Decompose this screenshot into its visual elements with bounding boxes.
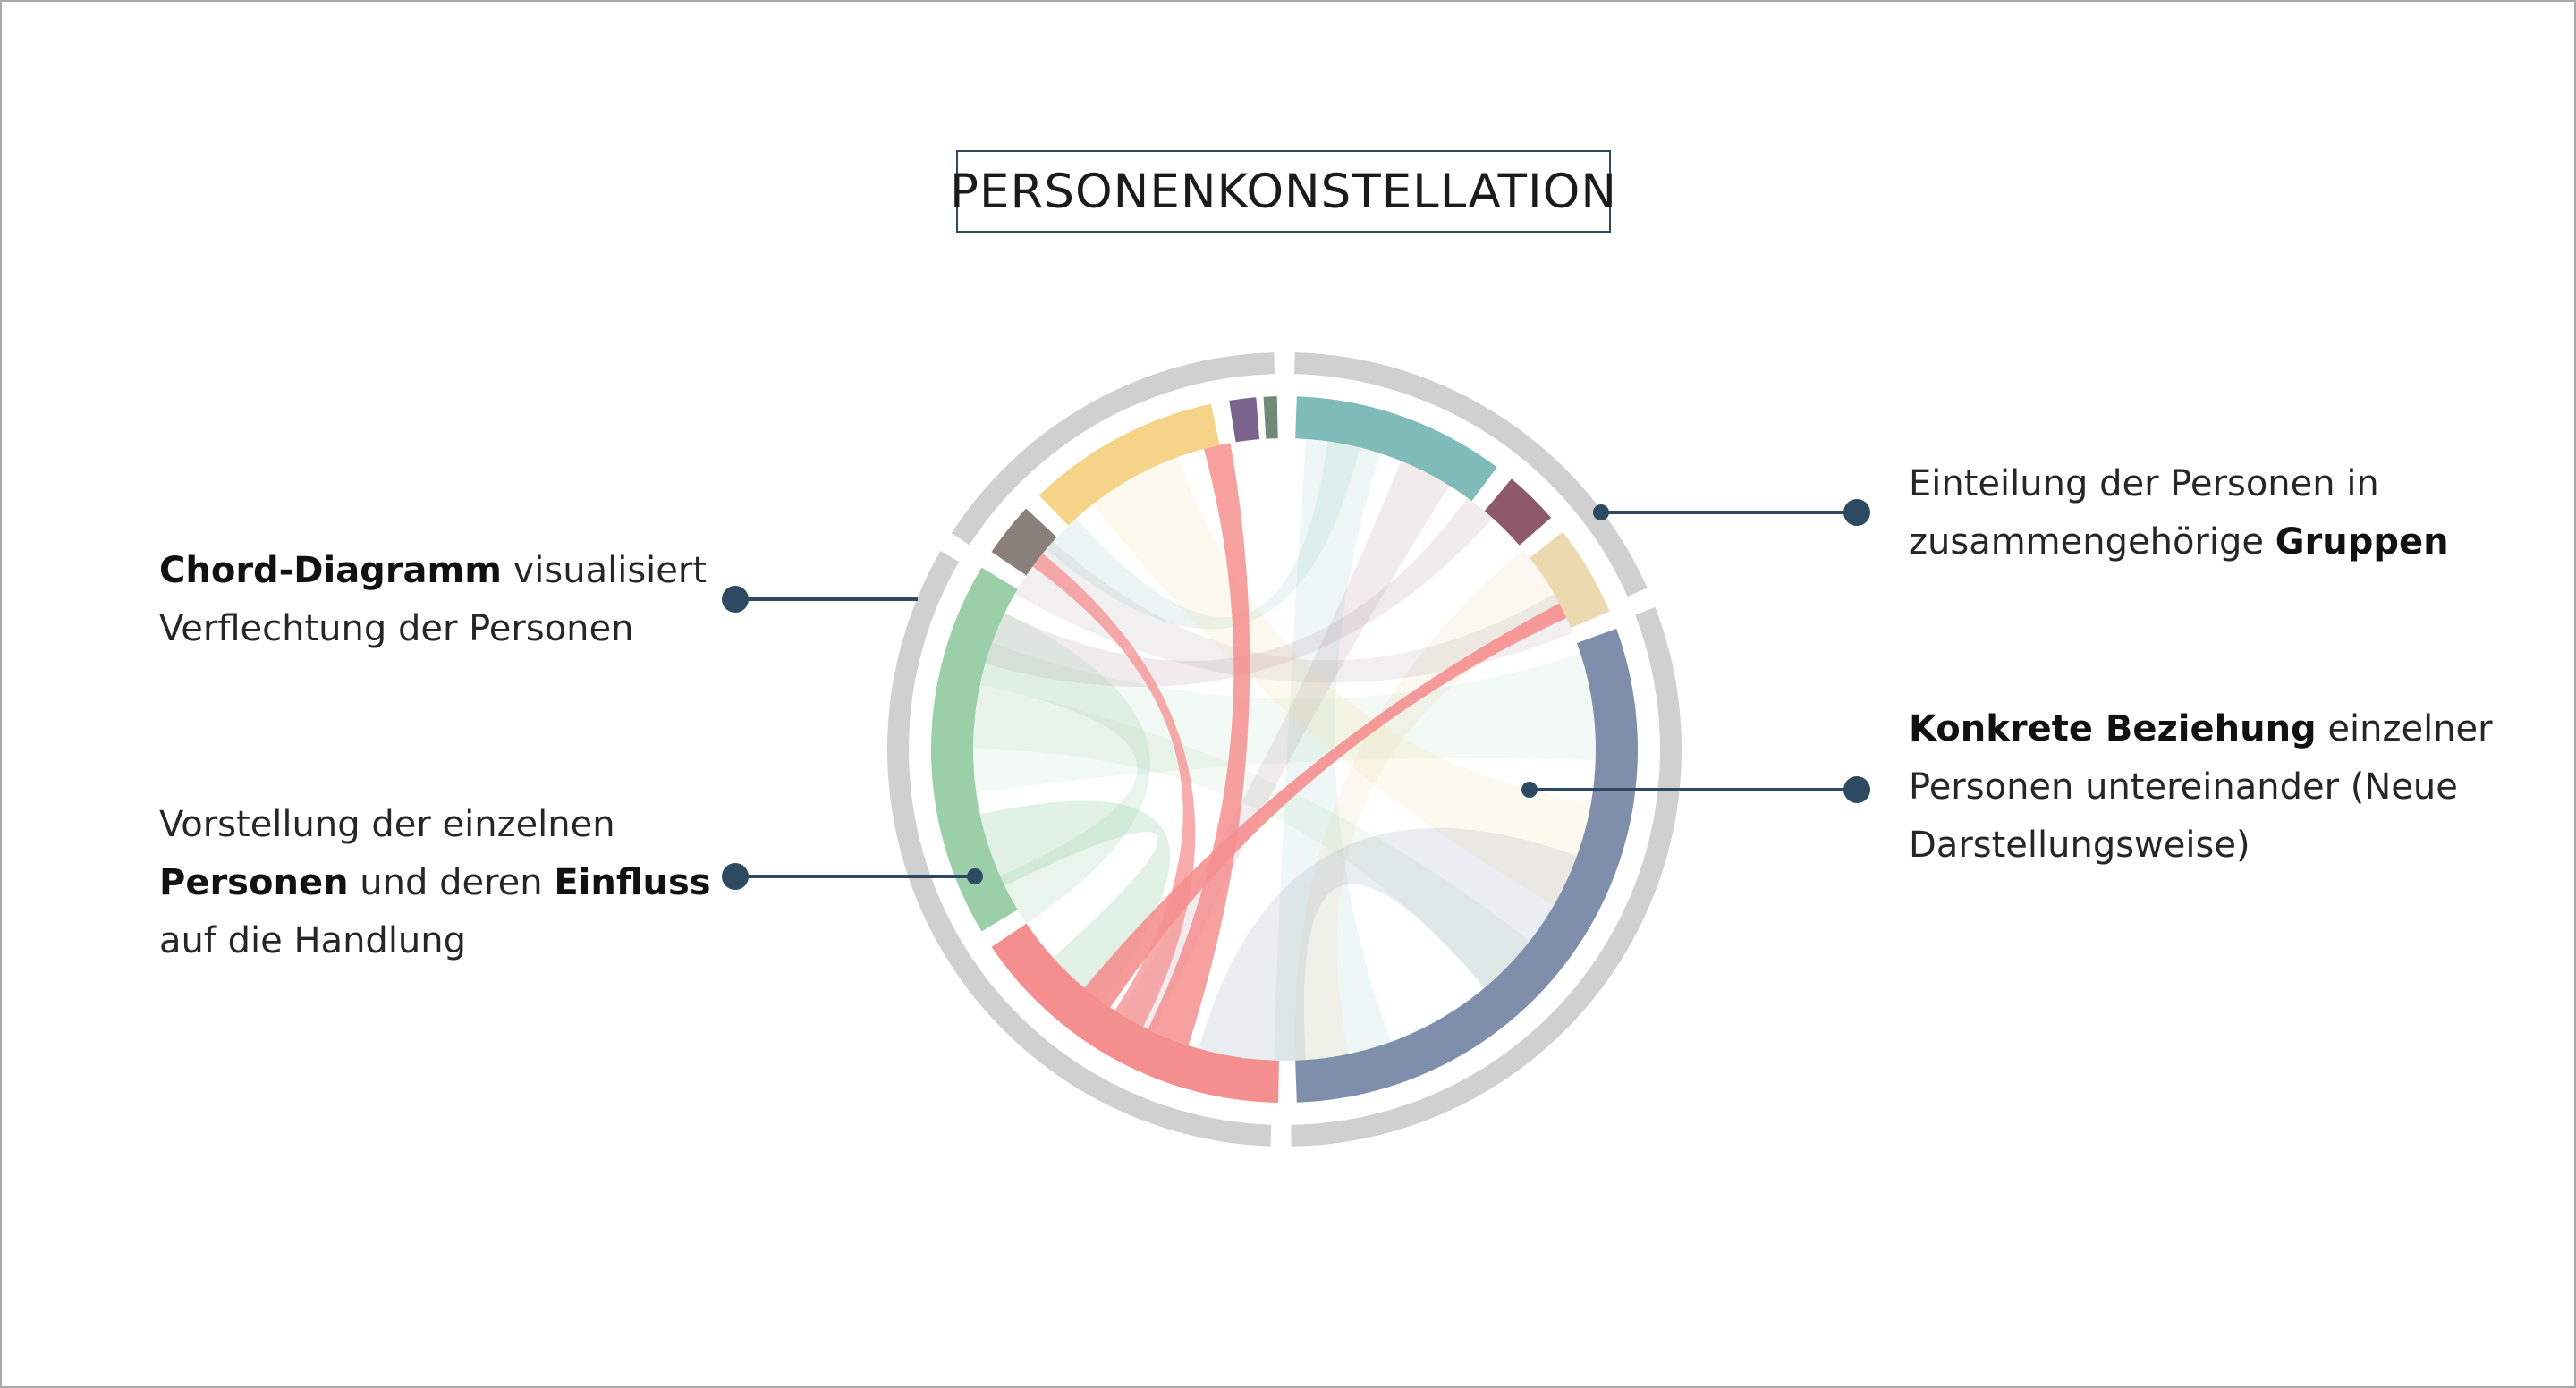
annotation-relations-rest: einzelner	[2316, 708, 2493, 749]
annotation-persons: Vorstellung der einzelnen Personen und d…	[159, 796, 732, 970]
connector-end-persons	[967, 868, 983, 884]
chord-ribbon-faint	[1199, 827, 1578, 1062]
annotation-groups-bold: Gruppen	[2275, 521, 2449, 563]
connector-dot-chord	[722, 586, 749, 613]
annotation-chord: Chord-Diagramm visualisiert Verflechtung…	[159, 542, 732, 658]
annotation-relations-line2: Personen untereinander (Neue	[1909, 766, 2458, 808]
chord-ribbon-faint	[1014, 541, 1573, 683]
annotation-relations-line3: Darstellungsweise)	[1909, 825, 2250, 866]
annotation-persons-bold2: Einfluss	[554, 862, 711, 903]
person-arc-purple	[1229, 397, 1260, 443]
connector-end-groups	[1593, 504, 1609, 520]
connector-dot-groups	[1843, 499, 1870, 526]
chord-ribbon-faint	[1294, 549, 1564, 1061]
chord-ribbon-faint	[985, 497, 1493, 688]
person-arc-plum	[1484, 478, 1552, 546]
person-arc-yellow	[1038, 403, 1220, 526]
connector-dot-persons	[722, 863, 749, 890]
annotation-chord-bold: Chord-Diagramm	[159, 550, 502, 591]
chord-ribbon-highlight	[1084, 603, 1567, 1008]
annotation-chord-rest: visualisiert	[501, 550, 708, 591]
group-arc	[951, 352, 1275, 546]
person-arc-slate	[1295, 628, 1638, 1103]
chord-ribbon-faint	[1119, 461, 1450, 1032]
annotation-relations: Konkrete Beziehung einzelner Personen un…	[1909, 700, 2562, 875]
chord-ribbons	[972, 438, 1596, 1062]
annotation-chord-line2: Verflechtung der Personen	[159, 608, 634, 649]
annotation-persons-mid: und deren	[348, 862, 555, 903]
annotation-persons-line3: auf die Handlung	[159, 920, 467, 961]
chord-ribbon-faint	[1092, 456, 1591, 905]
annotation-connectors	[722, 499, 1870, 890]
annotation-groups: Einteilung der Personen in zusammengehör…	[1909, 455, 2535, 571]
chord-ribbon-faint	[979, 613, 1150, 924]
person-arc-green	[931, 567, 1018, 932]
connector-dot-relations	[1843, 776, 1870, 803]
chord-ribbon-faint	[1046, 441, 1360, 630]
chord-ribbon-faint	[973, 684, 1530, 988]
annotation-groups-pre: zusammengehörige	[1909, 521, 2275, 563]
annotation-relations-bold: Konkrete Beziehung	[1909, 708, 2317, 749]
annotation-persons-bold1: Personen	[159, 862, 349, 903]
connector-end-relations	[1521, 782, 1538, 798]
person-arc-taupe	[991, 508, 1057, 576]
person-arc-teal	[1295, 396, 1497, 502]
annotation-groups-line1: Einteilung der Personen in	[1909, 463, 2379, 504]
group-arc	[1293, 352, 1648, 597]
chord-ribbon-highlight	[1148, 443, 1250, 1045]
group-ring	[887, 352, 1682, 1147]
person-arc-coral	[991, 923, 1279, 1103]
group-arc	[887, 551, 1272, 1147]
person-arc-beige	[1530, 531, 1610, 629]
page-title: PERSONENKONSTELLATION	[950, 150, 1616, 233]
person-arc-darkgreen	[1263, 396, 1278, 439]
chord-ribbon-faint	[972, 642, 1596, 793]
annotation-persons-line1: Vorstellung der einzelnen	[159, 804, 615, 845]
person-arcs	[931, 396, 1638, 1103]
